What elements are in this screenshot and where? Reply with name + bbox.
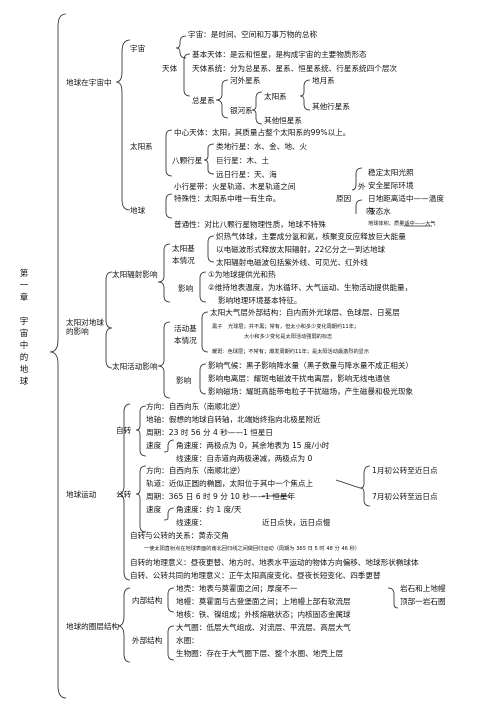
- node-rotation: 自转: [116, 426, 132, 435]
- biosphere: 生物圈：存在于大气圈下层、整个水圈、地壳上层: [176, 649, 344, 658]
- center-body: 中心天体：太阳，其质量占整个太阳系的99%以上。: [174, 128, 351, 137]
- node-solar-sys2: 太阳系: [264, 92, 287, 101]
- giant-planets: 巨行星：木、土: [216, 156, 270, 165]
- rotation-period: 周期：23 时 56 分 4 秒——1 恒星日: [146, 428, 274, 437]
- node-cause: 原因: [336, 194, 352, 203]
- chapter-title: 宇宙中的地球: [19, 317, 29, 387]
- revolution-period: 周期：365 日 6 时 9 分 10 秒——1 恒星年: [146, 492, 296, 501]
- radiation-effect-1: ①为地球提供光和热: [208, 270, 276, 279]
- node-galaxy-total: 总星系: [192, 96, 215, 105]
- chapter-label: 第一章: [19, 269, 29, 303]
- node-speed-2: 速度: [146, 505, 162, 514]
- lithosphere-1: 岩石和上地幔: [400, 584, 446, 593]
- activity-line-3: 大小和多少变化是太阳活动强弱的标志: [244, 334, 333, 340]
- lithosphere-2: 顶部一岩石圈: [400, 597, 446, 606]
- safe-environment: 安全星际环境: [368, 181, 414, 190]
- activity-sunspot-label: 黑子: [212, 324, 223, 330]
- stable-sunlight: 稳定太阳光照: [368, 168, 414, 177]
- crust: 地壳：地表与莫霍面之间；厚度不一: [176, 584, 298, 593]
- cosmos-definition: 宇宙：是时间、空间和万事万物的总称: [188, 30, 318, 39]
- node-earth: 地球: [130, 206, 146, 215]
- far-planets: 远日行星：天、海: [216, 170, 277, 179]
- section-layers: 地球的圈层结构: [66, 622, 120, 631]
- mantle: 地幔：莫霍面与古登堡面之间；上地幔上部有软流层: [176, 597, 351, 606]
- activity-line-1: 太阳大气层外部结构：自内而外光球层、色球层、日冕层: [210, 308, 400, 317]
- hydrosphere: 水圈：: [176, 636, 199, 645]
- liquid-water: 液态水: [368, 207, 391, 216]
- asteroid-belt: 小行星带：火星轨道、木星轨道之间: [174, 182, 296, 191]
- node-rad-basic-2: 本情况: [172, 256, 195, 265]
- earth-special: 特殊性：太阳系中唯一有生命。: [174, 194, 281, 203]
- rotation-linear-speed: 线速度：自赤道向两极递减，两极点为 0: [176, 454, 313, 463]
- node-solar-system: 太阳系: [130, 142, 153, 151]
- revolution-near-far: 近日点快，远日点慢: [262, 518, 331, 527]
- atmosphere: 大气圈：低层大气组成、对流层、平流层、高层大气: [176, 623, 351, 632]
- rotation-direction: 方向：自西向东（南顺北逆）: [146, 402, 245, 411]
- obliquity-relation: 自转与公转的关系：黄赤交角: [130, 531, 229, 540]
- earth-moon-system: 地月系: [312, 76, 335, 85]
- core: 地核：铁、镍组成；外核熔融状态；内核固态金属球: [176, 610, 351, 619]
- node-rad-basic-1: 太阳基: [172, 244, 195, 253]
- revolution-aphelion: 7月初公转至远日点: [372, 492, 438, 501]
- revolution-angular-speed: 角速度：约 1 度/天: [176, 505, 242, 514]
- activity-effect-1: 影响气候：黑子影响降水量（黑子数量与降水量不成正相关）: [208, 361, 414, 370]
- activity-effect-3: 影响磁场：耀斑高能带电粒子干扰磁场，产生磁暴和极光现象: [208, 387, 414, 396]
- section-sun: 太阳对地球的影响: [66, 318, 104, 336]
- revolution-linear-speed: 线速度：: [176, 518, 207, 527]
- basic-celestial-body: 基本天体：是云和恒星，是构成宇宙的主要物质形态: [192, 50, 367, 59]
- node-cosmos: 宇宙: [130, 44, 146, 53]
- radiation-effect-3: 影响地理环境基本特征。: [218, 296, 302, 305]
- node-milky-way: 银河系: [230, 106, 253, 115]
- sun-earth-distance: 日地距离适中——温度: [368, 194, 444, 203]
- terrestrial-planets: 类地行星：水、金、地、火: [216, 142, 308, 151]
- activity-line-2: 光球层；并不黑；常有，但太小和多少变化周期约11年；: [228, 324, 360, 330]
- node-activity: 太阳活动影响: [112, 362, 158, 371]
- node-inner-structure: 内部结构: [132, 596, 163, 605]
- rotation-axis: 地轴：假想的地球自转轴，北端始终指向北极星附近: [146, 415, 321, 424]
- rotation-angular-speed: 角速度：两极点为 0，其余地表为 15 度/小时: [176, 441, 330, 450]
- radiation-line-1: 炽热气体球，主要成分氢和氦，核聚变反应释放巨大能量: [216, 232, 406, 241]
- node-revolution: 公转: [116, 490, 132, 499]
- radiation-line-3: 太阳辐射电磁波包括紫外线、可见光、红外线: [216, 258, 368, 267]
- radiation-line-2: 以电磁波形式释放太阳辐射，22亿分之一到达地球: [216, 245, 386, 254]
- node-rad-effect: 影响: [178, 284, 194, 293]
- rotation-significance: 自转的地理意义：昼夜更替、地方时、地表水平运动的物体方向偏移、地球形状椭球体: [130, 558, 419, 567]
- earth-ordinary: 普通性：对比八颗行星物理性质，地球不特殊: [174, 220, 326, 229]
- extragalactic: 河外星系: [230, 76, 261, 85]
- activity-line-4: 耀斑：色球层；不常有；爆发周期约11年；是太阳活动最激烈的显示: [212, 349, 370, 355]
- obliquity-note: 一使太阳直射点在地球表面的南北回归线之间做回归运动（周期为 365 日 5 时 …: [144, 546, 360, 552]
- node-act-basic-2: 本情况: [174, 336, 197, 345]
- node-act-effect: 影响: [176, 376, 192, 385]
- node-speed-1: 速度: [146, 441, 162, 450]
- node-outer-structure: 外部结构: [132, 636, 163, 645]
- radiation-effect-2: ②维持地表温度，为水循环、大气运动、生物活动提供能量，: [208, 283, 413, 292]
- revolution-orbit: 轨道：近似正圆的椭圆，太阳位于其中一个焦点上: [146, 479, 314, 488]
- label-internal: 内: [366, 206, 374, 215]
- earth-size-atmosphere: 地球体积、质量适中——大气: [368, 221, 436, 227]
- revolution-perihelion: 1月初公转至近日点: [372, 466, 438, 475]
- other-star-systems: 其他恒星系: [264, 116, 302, 125]
- activity-effect-2: 影响电离层：耀斑电磁波干扰电离层，影响无线电通信: [208, 374, 391, 383]
- section-motion: 地球运动: [66, 490, 97, 499]
- node-act-basic-1: 活动基: [174, 324, 197, 333]
- node-eight-planets: 八颗行星: [172, 156, 203, 165]
- node-celestial: 天体: [162, 64, 178, 73]
- label-external: 外: [358, 182, 366, 191]
- combined-significance: 自转、公转共同的地理意义：正午太阳高度变化、昼夜长短变化、四季更替: [130, 571, 381, 580]
- other-planet-systems: 其他行星系: [312, 102, 350, 111]
- revolution-direction: 方向：自西向东（南顺北逆）: [146, 466, 245, 475]
- node-radiation: 太阳辐射影响: [112, 270, 158, 279]
- section-universe: 地球在宇宙中: [66, 78, 112, 87]
- celestial-systems: 天体系统：分为总星系、星系、恒星系统、行星系统四个层次: [192, 64, 398, 73]
